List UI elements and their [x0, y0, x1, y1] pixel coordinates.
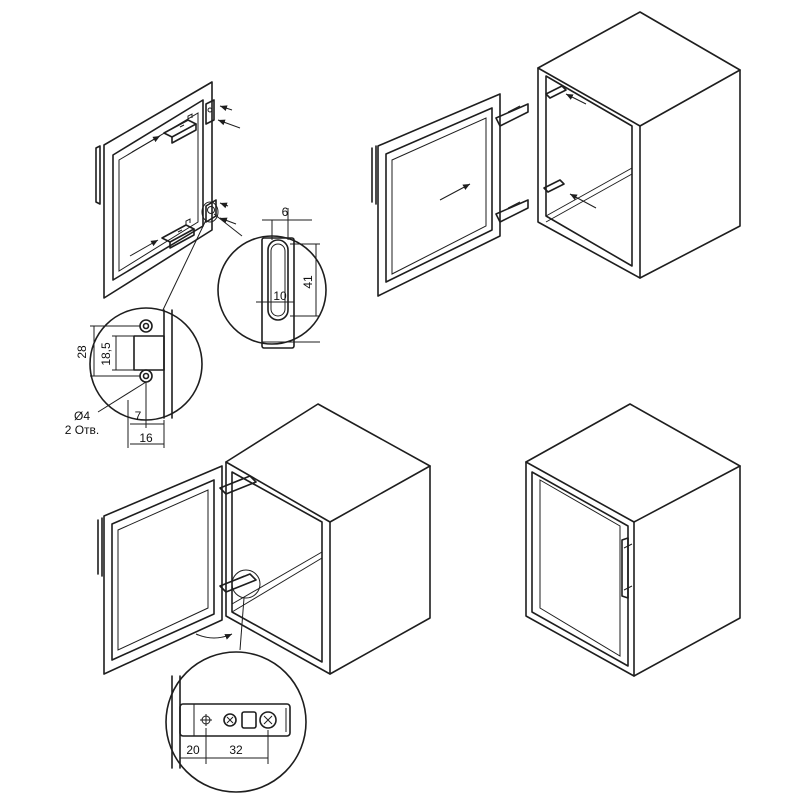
zoom-slot-detail: 6 41 10: [217, 205, 327, 349]
dim-bottom-20: 20: [186, 743, 200, 757]
dim-offset-16: 16: [139, 431, 153, 445]
note-hole-diameter: Ø4: [74, 409, 90, 423]
dim-bottom-32: 32: [229, 743, 243, 757]
dim-slot-offset: 10: [273, 289, 287, 303]
zoom-hinge-plate: 20 32: [165, 651, 307, 793]
step2-cabinet-open: [371, 11, 741, 297]
leader-left: [161, 219, 207, 313]
hinge-upper-icon: [163, 113, 197, 144]
dim-height-28: 28: [75, 345, 89, 359]
plate-upper: [205, 99, 215, 125]
door-handle-2: [371, 145, 377, 205]
dim-offset-7: 7: [135, 409, 142, 423]
hinge-lower-icon: [161, 218, 195, 249]
step1-door: [95, 81, 243, 313]
door-handle-closed: [621, 537, 629, 599]
door-handle: [95, 145, 101, 205]
leader-right: [213, 213, 243, 237]
door-handle-3: [97, 517, 103, 577]
note-hole-count: 2 Отв.: [65, 423, 100, 437]
step3-cabinet-door-open: [97, 403, 431, 675]
dim-slot-length: 41: [301, 275, 315, 289]
dim-slot-width: 6: [282, 205, 289, 219]
step4-cabinet-closed: [525, 403, 741, 677]
dim-height-18-5: 18,5: [99, 342, 113, 366]
zoom-hole-detail: 28 18,5 7 16 Ø4 2 Отв.: [65, 307, 203, 448]
